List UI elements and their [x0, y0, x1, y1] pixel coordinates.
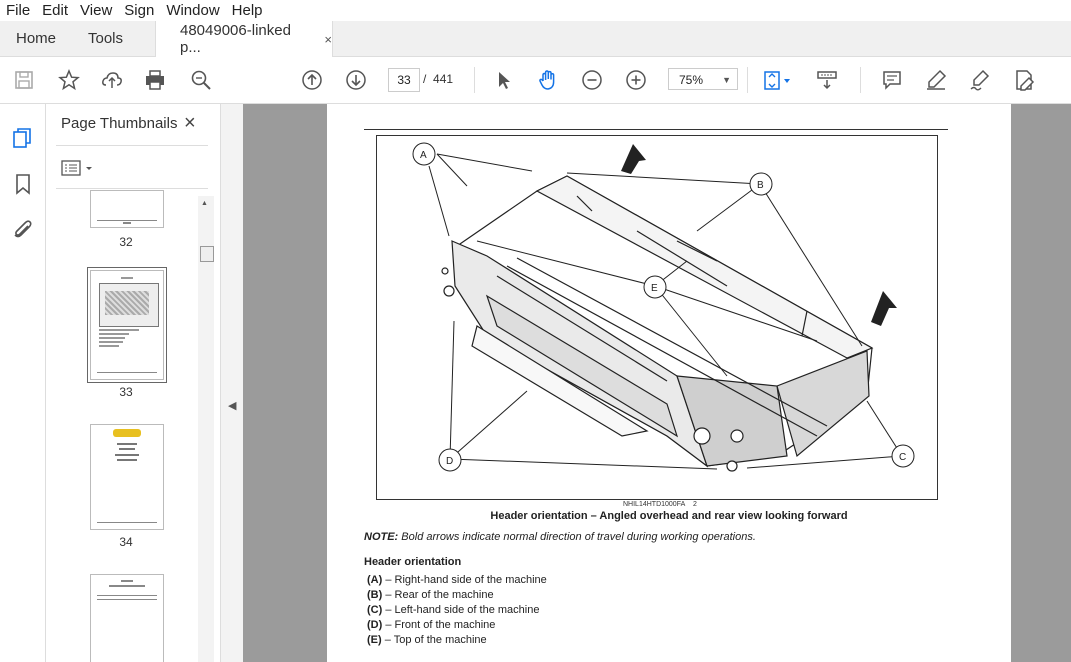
print-icon[interactable]	[143, 68, 167, 92]
menu-sign[interactable]: Sign	[124, 2, 155, 19]
bookmark-icon[interactable]	[11, 172, 35, 196]
callout-c	[891, 444, 915, 468]
star-icon[interactable]	[57, 68, 81, 92]
document-view[interactable]: A B C D E NHIL14HTD1000FA 2 Header orien…	[243, 104, 1071, 662]
callout-b	[749, 172, 773, 196]
close-tab-icon[interactable]: ×	[324, 31, 332, 47]
thumbnail-page-33[interactable]	[87, 267, 167, 383]
tab-tools[interactable]: Tools	[88, 30, 124, 47]
note-label: NOTE:	[364, 531, 399, 543]
page-thumbnails-icon[interactable]	[11, 126, 35, 150]
legend-key: (C)	[367, 604, 383, 616]
menu-edit[interactable]: Edit	[42, 2, 69, 19]
callout-e-label: E	[651, 283, 658, 294]
close-panel-icon[interactable]: ×	[184, 112, 196, 134]
callout-d	[438, 448, 462, 472]
save-icon[interactable]	[12, 68, 36, 92]
legend-text: – Front of the machine	[385, 619, 496, 631]
chevron-left-icon: ◀	[228, 400, 237, 412]
note-body: Bold arrows indicate normal direction of…	[401, 531, 756, 543]
zoom-in-icon[interactable]	[624, 68, 648, 92]
thumbnail-options-button[interactable]	[61, 159, 97, 179]
legend-key: (E)	[367, 634, 382, 646]
thumbnail-label-33: 33	[119, 385, 133, 399]
thumbnail-label-32: 32	[119, 235, 133, 249]
attachment-paperclip-icon[interactable]	[11, 218, 35, 242]
thumbnail-page-35[interactable]	[90, 574, 164, 662]
tab-bar: Home Tools 48049006-linked p... ×	[0, 21, 1071, 57]
page-total: / 441	[423, 68, 453, 90]
legend-item: (A) – Right-hand side of the machine	[367, 573, 547, 588]
callout-b-label: B	[757, 180, 764, 191]
menu-file[interactable]: File	[6, 2, 31, 19]
chevron-down-icon: ▼	[722, 75, 731, 85]
figure-number: 2	[693, 501, 697, 508]
pdf-page: A B C D E NHIL14HTD1000FA 2 Header orien…	[327, 104, 1011, 662]
zoom-level-value: 75%	[679, 73, 704, 87]
legend-text: – Right-hand side of the machine	[385, 574, 547, 586]
panel-title: Page Thumbnails	[61, 115, 178, 132]
page-separator: /	[423, 72, 427, 86]
scroll-up-icon[interactable]: ▲	[201, 200, 208, 207]
upload-cloud-icon[interactable]	[100, 68, 124, 92]
legend-text: – Top of the machine	[384, 634, 487, 646]
legend-text: – Left-hand side of the machine	[385, 604, 540, 616]
note-text: NOTE: Bold arrows indicate normal direct…	[364, 531, 756, 543]
fit-page-icon[interactable]	[760, 68, 794, 92]
previous-page-icon[interactable]	[300, 68, 324, 92]
legend-item: (D) – Front of the machine	[367, 618, 547, 633]
menu-window[interactable]: Window	[166, 2, 220, 19]
legend-key: (A)	[367, 574, 383, 586]
left-navigation-rail	[0, 104, 46, 662]
thumbnail-page-34[interactable]	[90, 424, 164, 530]
scrollbar-thumb[interactable]	[200, 246, 214, 262]
zoom-search-icon[interactable]	[189, 68, 213, 92]
thumbnail-scrollbar[interactable]: ▲	[198, 196, 214, 662]
legend-item: (B) – Rear of the machine	[367, 588, 547, 603]
legend-key: (D)	[367, 619, 383, 631]
legend-item: (E) – Top of the machine	[367, 633, 547, 648]
select-cursor-icon[interactable]	[492, 68, 516, 92]
next-page-icon[interactable]	[344, 68, 368, 92]
tab-document-label: 48049006-linked p...	[180, 22, 291, 56]
highlight-pen-icon[interactable]	[924, 68, 948, 92]
figure-id-code: NHIL14HTD1000FA	[623, 501, 686, 508]
page-thumbnails-panel: Page Thumbnails × 32 33	[46, 104, 220, 662]
edit-pdf-icon[interactable]	[1012, 68, 1036, 92]
callout-c-label: C	[899, 452, 906, 463]
callout-a-label: A	[420, 150, 427, 161]
tab-document[interactable]: 48049006-linked p... ×	[155, 21, 333, 57]
tab-home[interactable]: Home	[16, 30, 57, 47]
scroll-mode-icon[interactable]	[815, 68, 839, 92]
orientation-legend: (A) – Right-hand side of the machine (B)…	[367, 573, 547, 648]
thumbnail-list: 32 33 34	[46, 190, 198, 662]
header-orientation-diagram: A B C D E	[376, 135, 938, 500]
legend-key: (B)	[367, 589, 383, 601]
page-number-input[interactable]: 33	[388, 68, 420, 92]
menu-view[interactable]: View	[80, 2, 113, 19]
sign-pen-icon[interactable]	[968, 68, 992, 92]
section-title: Header orientation	[364, 556, 462, 568]
figure-id: NHIL14HTD1000FA 2	[623, 501, 697, 508]
legend-item: (C) – Left-hand side of the machine	[367, 603, 547, 618]
comment-icon[interactable]	[880, 68, 904, 92]
panel-collapse-handle[interactable]: ◀	[220, 104, 244, 662]
zoom-out-icon[interactable]	[580, 68, 604, 92]
zoom-level-select[interactable]: 75% ▼	[668, 68, 738, 90]
hand-tool-icon[interactable]	[536, 68, 560, 92]
legend-text: – Rear of the machine	[385, 589, 494, 601]
main-toolbar: 33 / 441 75% ▼	[0, 57, 1071, 104]
menu-help[interactable]: Help	[231, 2, 263, 19]
menu-bar: File Edit View Sign Window Help	[0, 0, 1071, 21]
list-options-icon	[61, 160, 92, 176]
figure-caption: Header orientation – Angled overhead and…	[490, 510, 848, 522]
thumbnail-page-32[interactable]	[90, 190, 164, 228]
page-total-count: 441	[433, 72, 454, 86]
thumbnail-label-34: 34	[119, 535, 133, 549]
callout-a	[412, 142, 436, 166]
callout-e	[643, 275, 667, 299]
callout-d-label: D	[446, 456, 453, 467]
